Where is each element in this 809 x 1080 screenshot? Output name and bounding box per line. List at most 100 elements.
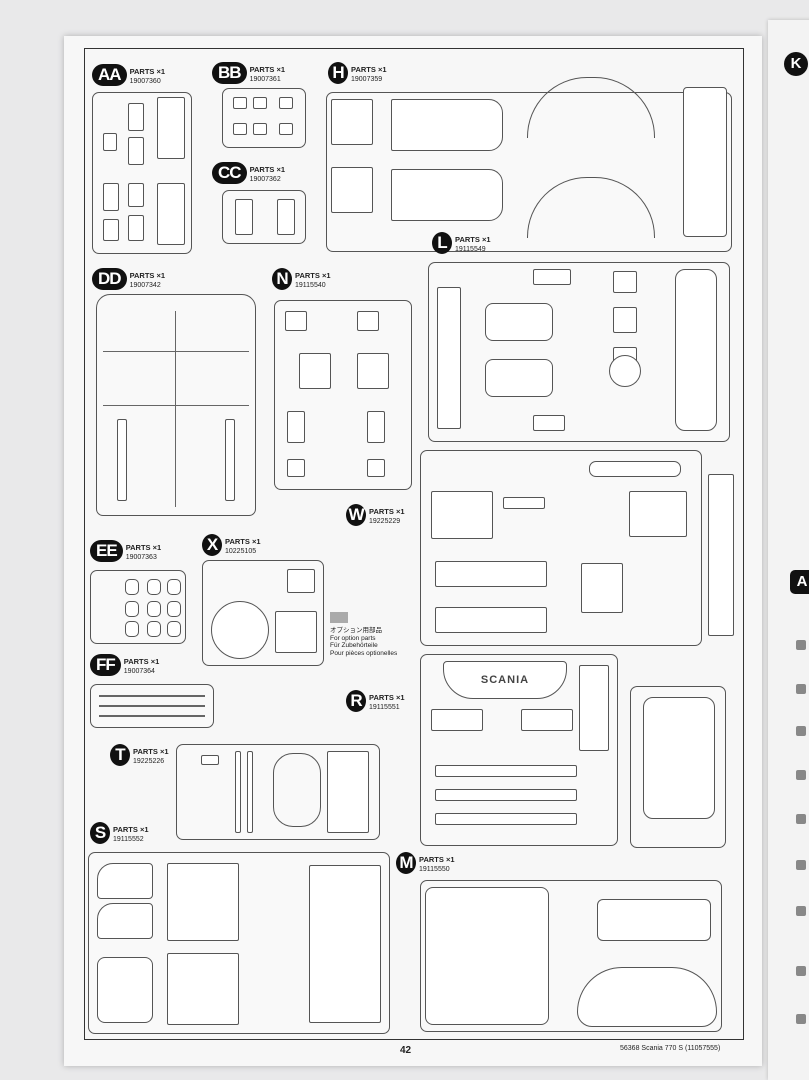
- option-note-de: Für Zubehörteile: [330, 642, 378, 649]
- kit-code: 56368 Scania 770 S (11057555): [620, 1045, 721, 1052]
- sprue-header-t: T PARTS ×1 19225226: [110, 744, 169, 766]
- sprue-code: 19007359: [351, 76, 383, 83]
- sprue-dd: [96, 294, 256, 516]
- screw-icon: [796, 966, 806, 976]
- sprue-header-x: X PARTS ×1 10225105: [202, 534, 261, 556]
- sprue-header-aa: AA PARTS ×1 19007360: [92, 64, 165, 86]
- sprue-m: [420, 880, 722, 1032]
- sprue-code: 19115540: [295, 282, 326, 289]
- sprue-header-h: H PARTS ×1 19007359: [328, 62, 387, 84]
- sprue-parts-count: PARTS ×1: [125, 543, 162, 552]
- grille-part: SCANIA: [443, 661, 567, 699]
- sprue-letter: L: [432, 232, 452, 254]
- sprue-letter: DD: [92, 268, 127, 290]
- sprue-header-w: W PARTS ×1 19225229: [346, 504, 405, 526]
- sprue-w-runner-16: [708, 474, 734, 636]
- sprue-w: [420, 450, 702, 646]
- screw-icon: [796, 640, 806, 650]
- sprue-header-dd: DD PARTS ×1 19007342: [92, 268, 165, 290]
- sprue-parts-count: PARTS ×1: [129, 67, 166, 76]
- sprue-letter: R: [346, 690, 366, 712]
- option-note-jp: オプション用部品: [330, 627, 382, 634]
- sprue-letter: FF: [90, 654, 121, 676]
- sprue-letter: CC: [212, 162, 247, 184]
- sprue-parts-count: PARTS ×1: [225, 537, 261, 546]
- screw-icon: [796, 726, 806, 736]
- sprue-r: SCANIA: [420, 654, 618, 846]
- sprue-letter: EE: [90, 540, 123, 562]
- sprue-x: [202, 560, 324, 666]
- sprue-letter: S: [90, 822, 110, 844]
- sprue-code: 19007360: [129, 78, 161, 85]
- sprue-header-s: S PARTS ×1 19115552: [90, 822, 149, 844]
- sprue-n: [274, 300, 412, 490]
- sprue-parts-count: PARTS ×1: [249, 165, 286, 174]
- sprue-bb: [222, 88, 306, 148]
- sprue-header-bb: BB PARTS ×1 19007361: [212, 62, 285, 84]
- sprue-h: [326, 77, 732, 252]
- sprue-letter: W: [346, 504, 366, 526]
- screw-icon: [796, 684, 806, 694]
- sprue-header-n: N PARTS ×1 19115540: [272, 268, 331, 290]
- sprue-code: 19115551: [369, 704, 400, 711]
- sprue-aa: [92, 92, 192, 254]
- screw-icon: [796, 770, 806, 780]
- sprue-header-ff: FF PARTS ×1 19007364: [90, 654, 159, 676]
- sprue-ee: [90, 570, 186, 644]
- option-color-swatch: [330, 612, 348, 623]
- sprue-letter: T: [110, 744, 130, 766]
- sprue-header-m: M PARTS ×1 19115550: [396, 852, 455, 874]
- screw-icon: [796, 860, 806, 870]
- sprue-parts-count: PARTS ×1: [455, 235, 491, 244]
- next-page-letter-top: K: [784, 52, 808, 76]
- grille-text: SCANIA: [480, 674, 530, 686]
- sprue-parts-count: PARTS ×1: [369, 693, 405, 702]
- sprue-letter: H: [328, 62, 348, 84]
- next-page-letter-mid: A: [790, 570, 809, 594]
- sprue-code: 19115549: [455, 246, 486, 253]
- sprue-code: 19007363: [125, 554, 157, 561]
- sprue-code: 19225226: [133, 758, 165, 765]
- sprue-header-l: L PARTS ×1 19115549: [432, 232, 491, 254]
- sprue-parts-count: PARTS ×1: [249, 65, 286, 74]
- sprue-cc: [222, 190, 306, 244]
- screw-icon: [796, 814, 806, 824]
- sprue-parts-count: PARTS ×1: [351, 65, 387, 74]
- sprue-code: 19007342: [129, 282, 161, 289]
- sprue-code: 10225105: [225, 548, 257, 555]
- sprue-letter: M: [396, 852, 416, 874]
- sprue-t: [176, 744, 380, 840]
- option-parts-note: オプション用部品 For option parts Für Zubehörtei…: [330, 612, 397, 657]
- option-note-en: For option parts: [330, 634, 376, 642]
- screw-icon: [796, 1014, 806, 1024]
- sprue-s: [88, 852, 390, 1034]
- sprue-parts-count: PARTS ×1: [123, 657, 160, 666]
- sprue-frame: [84, 48, 744, 1040]
- sprue-header-r: R PARTS ×1 19115551: [346, 690, 405, 712]
- sprue-letter: AA: [92, 64, 127, 86]
- sprue-ff: [90, 684, 214, 728]
- sprue-r-grille: [630, 686, 726, 848]
- sprue-code: 19007361: [249, 76, 281, 83]
- sprue-code: 19225229: [369, 518, 401, 525]
- sprue-code: 19007364: [123, 668, 155, 675]
- sprue-letter: BB: [212, 62, 247, 84]
- sprue-code: 19115552: [113, 836, 144, 843]
- next-page-edge: [768, 20, 809, 1080]
- page-number: 42: [400, 1045, 412, 1056]
- sprue-code: 19115550: [419, 866, 450, 873]
- sprue-letter: X: [202, 534, 222, 556]
- sprue-parts-count: PARTS ×1: [133, 747, 169, 756]
- sprue-parts-count: PARTS ×1: [369, 507, 405, 516]
- screw-icon: [796, 906, 806, 916]
- sprue-header-cc: CC PARTS ×1 19007362: [212, 162, 285, 184]
- sprue-parts-count: PARTS ×1: [113, 825, 149, 834]
- sprue-code: 19007362: [249, 176, 281, 183]
- sprue-parts-count: PARTS ×1: [419, 855, 455, 864]
- option-note-fr: Pour pièces optionelles: [330, 649, 398, 657]
- sprue-letter: N: [272, 268, 292, 290]
- sprue-parts-count: PARTS ×1: [129, 271, 166, 280]
- sprue-l: [428, 262, 730, 442]
- sprue-header-ee: EE PARTS ×1 19007363: [90, 540, 161, 562]
- sprue-parts-count: PARTS ×1: [295, 271, 331, 280]
